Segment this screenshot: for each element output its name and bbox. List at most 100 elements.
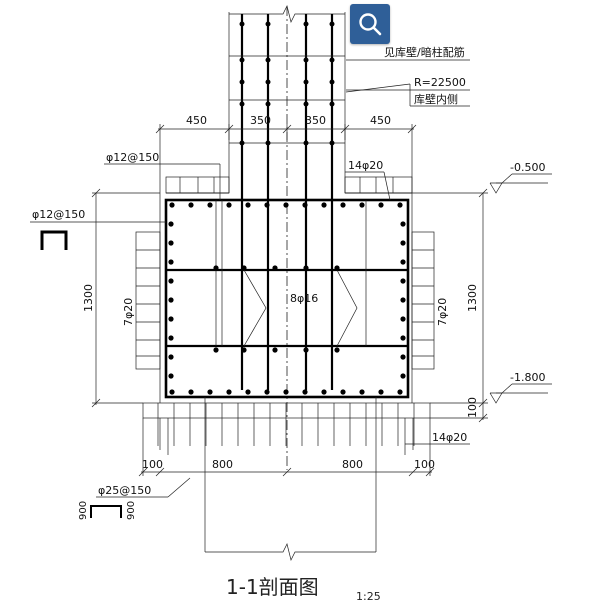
- rebar-dot: [168, 335, 174, 341]
- drawing-title: 1-1剖面图: [226, 575, 319, 599]
- rebar-dot: [168, 354, 174, 360]
- rebar-left-side: φ12@150: [32, 208, 85, 221]
- note-radius: R=22500: [414, 76, 466, 89]
- dim-top-1: 450: [186, 114, 207, 127]
- rebar-dot: [245, 389, 251, 395]
- dim-top-4: 450: [370, 114, 391, 127]
- rebar-dot: [340, 389, 346, 395]
- rebar-dot: [400, 354, 406, 360]
- rebar-dot: [303, 347, 309, 353]
- rebar-dot: [207, 202, 213, 208]
- rebar-dot: [400, 259, 406, 265]
- rebar-dot: [213, 347, 219, 353]
- bar-leg-left: 900: [78, 501, 89, 520]
- rebar-dot: [207, 389, 213, 395]
- dimension-bottom: [138, 418, 435, 477]
- rebar-center: 8φ16: [290, 292, 318, 305]
- rebar-dot: [168, 259, 174, 265]
- dimension-top: [155, 124, 417, 177]
- rebar-dot: [283, 389, 289, 395]
- rebar-top-left: φ12@150: [106, 151, 159, 164]
- rebar-dot: [168, 221, 174, 227]
- footing-outline: [159, 176, 413, 403]
- dim-right-height: 1300: [466, 284, 479, 312]
- rebar-dot: [359, 202, 365, 208]
- leaders: [30, 59, 470, 498]
- elevation-top: -0.500: [510, 161, 545, 174]
- elevation-top-marker: [489, 173, 552, 194]
- rebar-dot: [359, 389, 365, 395]
- rebar-dot: [334, 265, 340, 271]
- rebar-dot: [169, 202, 175, 208]
- rebar-dot: [302, 389, 308, 395]
- rebar-dot: [378, 202, 384, 208]
- note-wall-ref: 见库壁/暗柱配筋: [384, 45, 465, 59]
- rebar-top-right: 14φ20: [348, 159, 383, 172]
- rebar-dot: [400, 316, 406, 322]
- side-grid-left: [135, 231, 161, 370]
- search-button[interactable]: [350, 4, 390, 44]
- rebar-left-vertical: 7φ20: [122, 298, 135, 326]
- rebar-dot: [321, 389, 327, 395]
- rebar-dot: [188, 389, 194, 395]
- rebar-dot: [378, 389, 384, 395]
- dim-top-3: 350: [305, 114, 326, 127]
- rebar-dot: [283, 202, 289, 208]
- rebar-cage: [164, 198, 410, 399]
- rebar-dot: [169, 389, 175, 395]
- bar-leg-right: 900: [126, 501, 137, 520]
- wall-dots: [239, 21, 335, 146]
- rebar-dot: [241, 347, 247, 353]
- bottom-dowels: [167, 397, 406, 562]
- drawing-scale: 1:25: [356, 590, 381, 603]
- rebar-dot: [245, 202, 251, 208]
- rebar-dot: [226, 389, 232, 395]
- rebar-dot: [241, 265, 247, 271]
- dimension-right: [412, 188, 488, 423]
- rebar-dot: [168, 297, 174, 303]
- rebar-dot: [400, 373, 406, 379]
- rebar-dot: [264, 389, 270, 395]
- elevation-bottom: -1.800: [510, 371, 545, 384]
- rebar-dot: [397, 202, 403, 208]
- rebar-bottom-left: φ25@150: [98, 484, 151, 497]
- elevation-bottom-marker: [489, 383, 552, 404]
- rebar-dot: [188, 202, 194, 208]
- rebar-dot: [168, 240, 174, 246]
- dim-right-bottom: 100: [466, 397, 479, 418]
- rebar-dot: [400, 221, 406, 227]
- rebar-dot: [340, 202, 346, 208]
- rebar-dot: [168, 316, 174, 322]
- rebar-dot: [303, 265, 309, 271]
- rebar-dot: [334, 347, 340, 353]
- dim-bottom-2: 800: [212, 458, 233, 471]
- dim-left-height: 1300: [82, 284, 95, 312]
- rebar-dot: [302, 202, 308, 208]
- rebar-bottom-right: 14φ20: [432, 431, 467, 444]
- blinding-layer: [142, 402, 431, 450]
- dim-bottom-4: 100: [414, 458, 435, 471]
- side-grid-right: [411, 231, 435, 370]
- rebar-dot: [226, 202, 232, 208]
- rebar-dot: [400, 297, 406, 303]
- rebar-dot: [272, 265, 278, 271]
- rebar-dot: [168, 278, 174, 284]
- wall-stem: [228, 4, 346, 470]
- rebar-dot: [400, 278, 406, 284]
- rebar-right-vertical: 7φ20: [436, 298, 449, 326]
- bar-shape-detail: [90, 505, 122, 518]
- section-mark: [40, 230, 68, 250]
- dim-bottom-1: 100: [142, 458, 163, 471]
- dim-bottom-3: 800: [342, 458, 363, 471]
- rebar-dot: [321, 202, 327, 208]
- rebar-dot: [400, 335, 406, 341]
- rebar-dot: [264, 202, 270, 208]
- dim-top-2: 350: [250, 114, 271, 127]
- rebar-dot: [397, 389, 403, 395]
- dimension-left: [91, 188, 160, 408]
- rebar-dot: [168, 373, 174, 379]
- rebar-dot: [400, 240, 406, 246]
- rebar-dot: [272, 347, 278, 353]
- cage-rebar-dots: [168, 202, 406, 395]
